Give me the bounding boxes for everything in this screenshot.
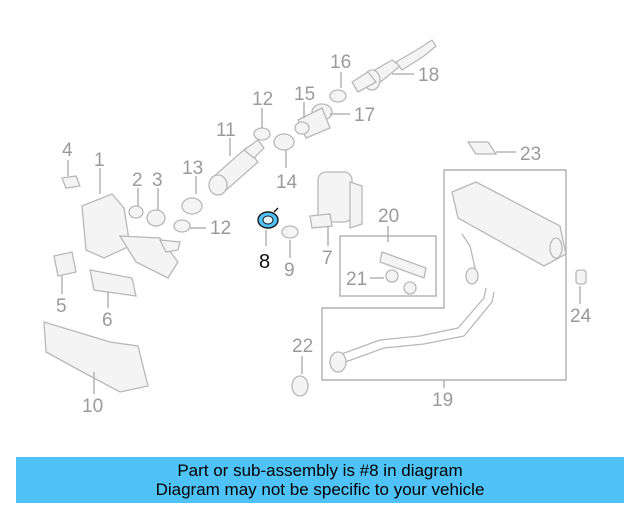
callout-15: 15 bbox=[294, 84, 315, 105]
part-3-ring bbox=[146, 209, 166, 227]
callout-8-highlighted[interactable]: 8 bbox=[259, 251, 270, 273]
callout-12-left: 12 bbox=[210, 218, 231, 239]
part-6-gasket bbox=[89, 269, 137, 297]
part-14-gasket bbox=[273, 133, 295, 151]
part-19-tail-pipe bbox=[329, 287, 495, 373]
callout-24: 24 bbox=[570, 306, 592, 327]
callout-4: 4 bbox=[62, 140, 73, 161]
callout-leaders bbox=[61, 72, 581, 394]
part-16-gasket bbox=[329, 89, 347, 103]
callout-16: 16 bbox=[330, 52, 351, 73]
callout-12-top: 12 bbox=[252, 89, 273, 110]
part-1-turbo-manifold bbox=[81, 193, 181, 279]
banner-line-disclaimer: Diagram may not be specific to your vehi… bbox=[155, 480, 485, 499]
callout-7: 7 bbox=[322, 248, 333, 269]
part-7-particulate-filter bbox=[309, 171, 363, 229]
part-8-highlighted-gasket[interactable] bbox=[257, 207, 279, 229]
part-20-bracket bbox=[379, 251, 427, 295]
callout-6: 6 bbox=[102, 310, 113, 331]
part-2-gasket bbox=[128, 205, 144, 219]
part-12-ring-left bbox=[173, 219, 191, 233]
part-13-clamp bbox=[181, 197, 203, 215]
part-24-rubber-mount bbox=[575, 269, 587, 285]
part-5-bracket bbox=[53, 251, 77, 277]
callout-19: 19 bbox=[432, 390, 453, 411]
callout-17: 17 bbox=[354, 105, 375, 126]
callout-21: 21 bbox=[346, 269, 367, 290]
part-info-banner: Part or sub-assembly is #8 in diagram Di… bbox=[16, 457, 624, 503]
part-12-ring-top bbox=[253, 127, 271, 141]
callout-2: 2 bbox=[132, 170, 143, 191]
callout-5: 5 bbox=[56, 296, 67, 317]
part-19-rear-muffler bbox=[451, 181, 567, 285]
part-11-catalytic-converter bbox=[208, 139, 265, 196]
banner-line-part-number: Part or sub-assembly is #8 in diagram bbox=[177, 461, 463, 480]
callout-14: 14 bbox=[276, 172, 298, 193]
callout-1: 1 bbox=[94, 150, 105, 171]
part-23-hanger bbox=[466, 141, 498, 155]
callout-20: 20 bbox=[378, 206, 399, 227]
part-10-egr-cooler bbox=[43, 321, 149, 393]
callout-11: 11 bbox=[216, 120, 236, 141]
callout-10: 10 bbox=[82, 396, 103, 417]
callout-3: 3 bbox=[152, 170, 163, 191]
callout-22: 22 bbox=[292, 336, 313, 357]
part-22-flange bbox=[291, 375, 309, 397]
sub-assembly-box-19 bbox=[321, 169, 567, 381]
part-15-17-flange bbox=[294, 103, 333, 139]
callout-23: 23 bbox=[520, 144, 541, 165]
part-4-bracket bbox=[61, 175, 81, 189]
part-9-gasket bbox=[281, 225, 299, 239]
callout-18: 18 bbox=[418, 65, 439, 86]
part-18-front-pipe bbox=[351, 39, 437, 93]
callout-13: 13 bbox=[182, 158, 203, 179]
callout-9: 9 bbox=[284, 260, 295, 281]
